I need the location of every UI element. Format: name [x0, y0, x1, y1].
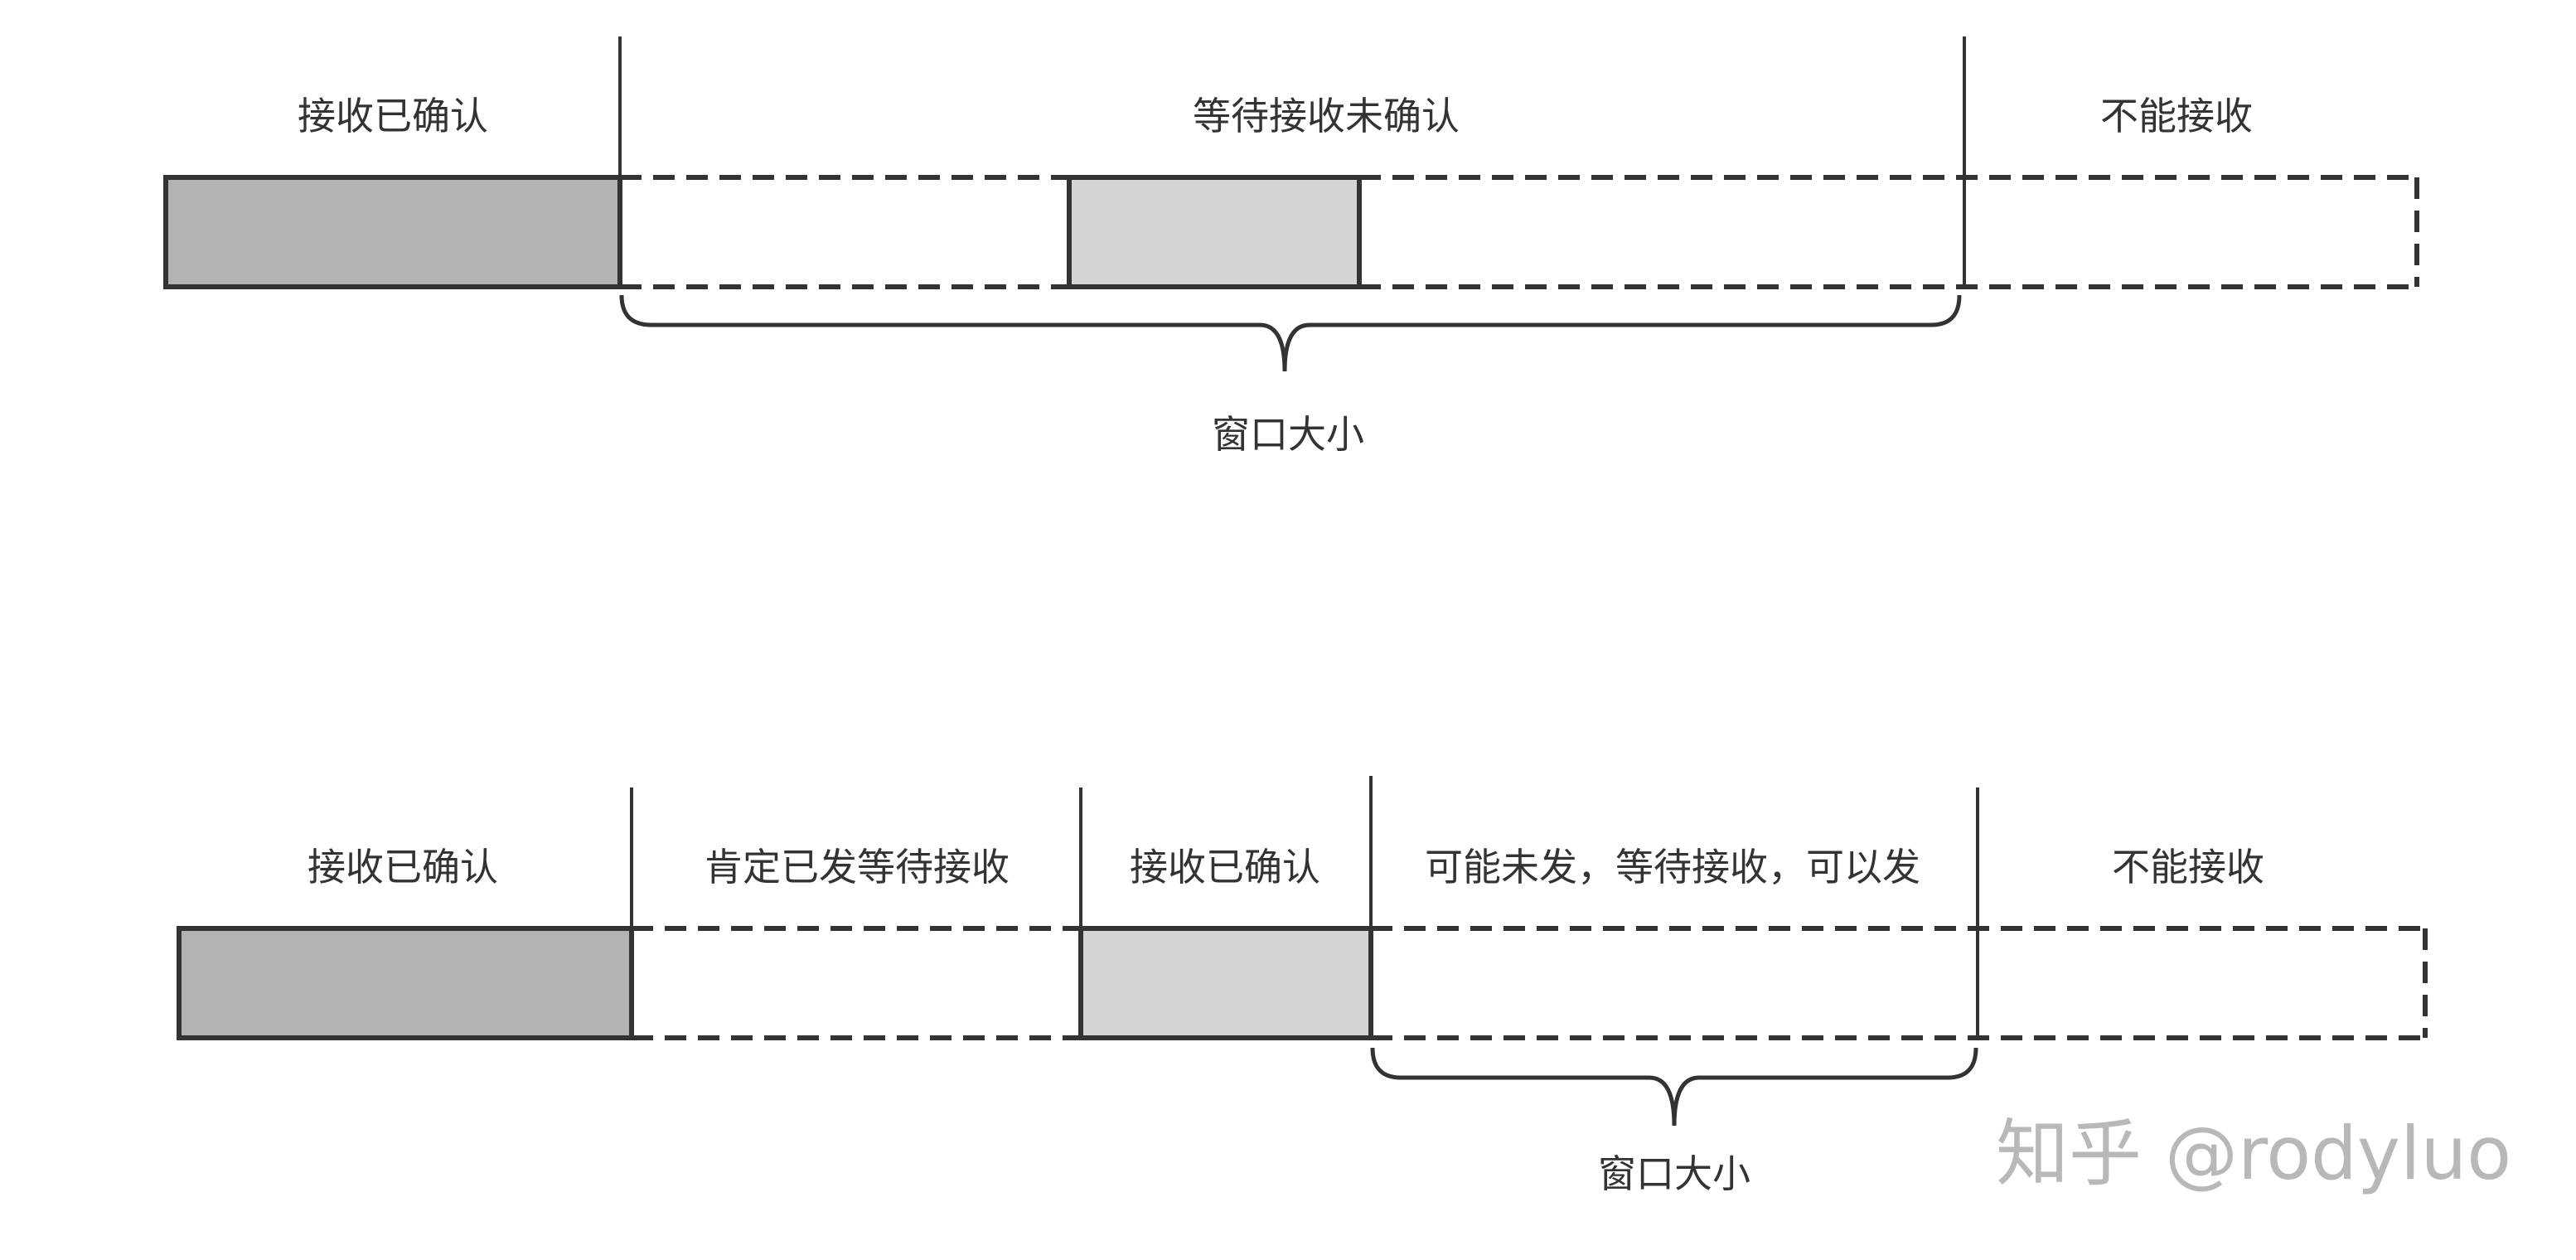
bottom-received-acked-segment-2 — [1078, 926, 1373, 1040]
bottom-label-cannot-receive: 不能接收 — [2112, 845, 2264, 889]
top-diagram: 接收已确认 等待接收未确认 不能接收 窗口大小 — [163, 36, 2419, 457]
watermark: 知乎 @rodyluo — [1996, 1111, 2511, 1196]
top-received-segment — [1067, 175, 1362, 289]
top-received-acked-segment — [163, 175, 622, 289]
bottom-label-sent-waiting: 肯定已发等待接收 — [705, 845, 1010, 889]
bottom-label-may-send: 可能未发，等待接收，可以发 — [1425, 845, 1920, 889]
top-window-brace — [619, 294, 1962, 372]
bottom-label-received-acked-1: 接收已确认 — [307, 845, 498, 889]
top-label-cannot-receive: 不能接收 — [2100, 94, 2253, 138]
bottom-window-size-label: 窗口大小 — [1598, 1151, 1750, 1196]
top-window-size-label: 窗口大小 — [1212, 412, 1364, 457]
bottom-received-acked-segment-1 — [177, 926, 634, 1040]
bottom-diagram: 接收已确认 肯定已发等待接收 接收已确认 可能未发，等待接收，可以发 不能接收 … — [177, 776, 2428, 1196]
bottom-label-received-acked-2: 接收已确认 — [1130, 845, 1320, 889]
bottom-window-brace — [1370, 1047, 1978, 1127]
top-label-waiting-unacked: 等待接收未确认 — [1193, 94, 1460, 138]
top-label-received-acked: 接收已确认 — [298, 94, 488, 138]
